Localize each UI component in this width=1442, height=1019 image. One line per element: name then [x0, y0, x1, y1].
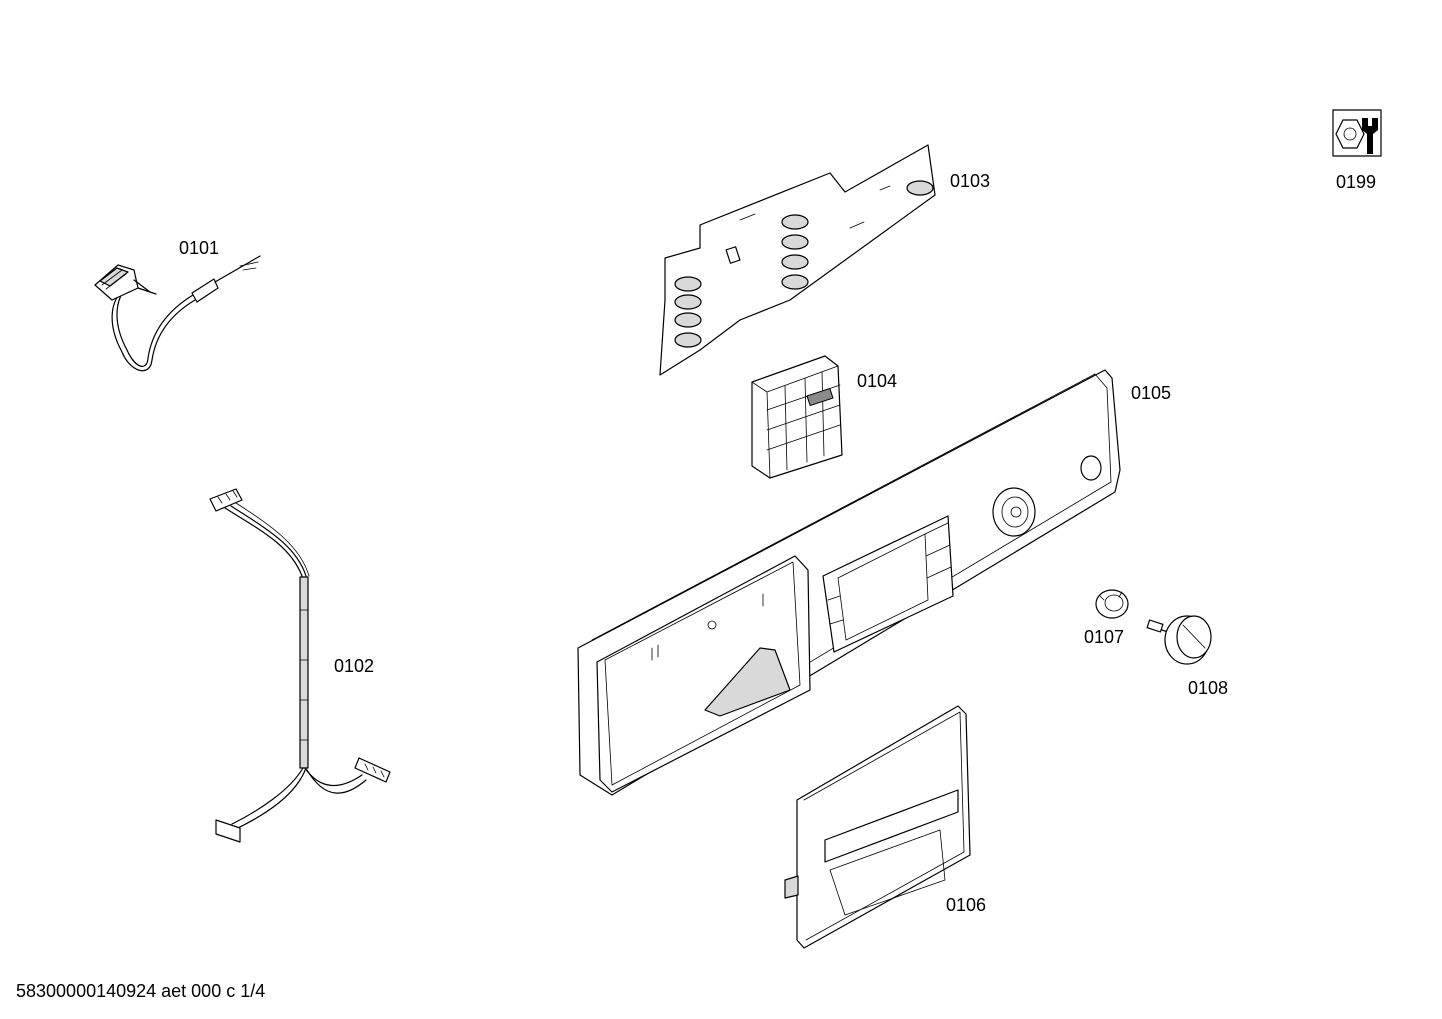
- control-module-drawing: [659, 144, 936, 376]
- wrench-nut-icon: [1332, 109, 1382, 157]
- part-label-programme-selector-knob: 0108: [1188, 678, 1229, 698]
- part-label-control-panel-fascia: 0105: [1131, 383, 1172, 403]
- detergent-drawer-handle-drawing: [784, 705, 971, 949]
- part-label-detergent-drawer-handle: 0106: [946, 895, 987, 915]
- programme-selector-knob-drawing: [1146, 615, 1212, 665]
- part-label-small-knob: 0107: [1084, 627, 1125, 647]
- switch-block-drawing: [751, 355, 843, 479]
- control-module-connectors: [674, 180, 934, 348]
- drawing-reference-code: 58300000140924 aet 000 c 1/4: [16, 981, 266, 1001]
- power-cord-drawing: [94, 255, 261, 372]
- control-panel-fascia-drawing: [577, 369, 1121, 796]
- part-label-service-tool-symbol: 0199: [1336, 172, 1377, 192]
- wiring-harness-drawing: [209, 488, 391, 843]
- small-knob-drawing: [1095, 589, 1129, 619]
- fascia-knob-aperture: [992, 487, 1036, 537]
- part-label-control-module: 0103: [950, 171, 991, 191]
- part-label-switch-block: 0104: [857, 371, 898, 391]
- part-label-power-cord: 0101: [179, 238, 220, 258]
- part-label-wiring-harness: 0102: [334, 656, 375, 676]
